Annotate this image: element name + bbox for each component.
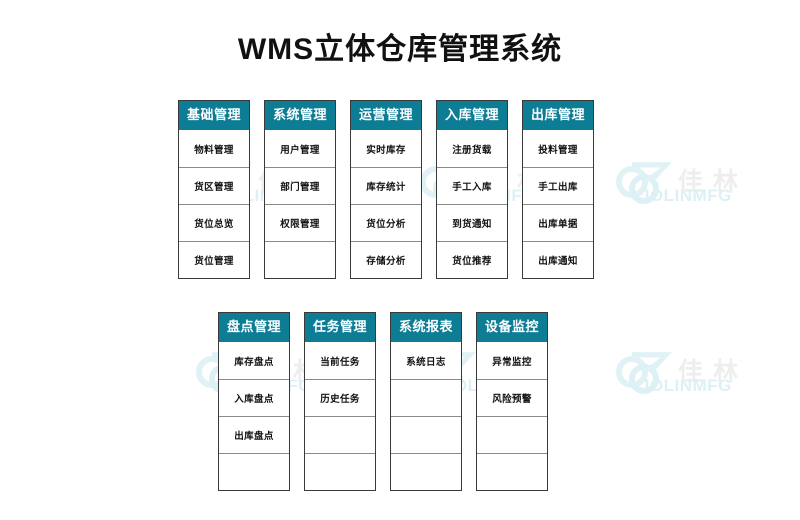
page-title: WMS立体仓库管理系统	[237, 33, 563, 67]
module-item[interactable]: 货位总览	[179, 204, 249, 241]
watermark-english-text: JOLINMFG	[640, 376, 732, 396]
watermark-chinese-text: 佳林	[678, 168, 749, 197]
module-item[interactable]: 部门管理	[265, 167, 335, 204]
module-item[interactable]: 货位分析	[351, 204, 421, 241]
module-item[interactable]: 货区管理	[179, 167, 249, 204]
module-card: 设备监控异常监控风险预警	[476, 312, 548, 492]
module-item[interactable]: 当前任务	[320, 356, 360, 368]
module-item[interactable]: 风险预警	[477, 379, 547, 416]
module-card: 出库管理投料管理手工出库出库单据出库通知	[522, 100, 594, 280]
module-card-body: 当前任务历史任务	[305, 342, 375, 490]
module-item[interactable]: 库存盘点	[234, 356, 274, 368]
module-item[interactable]: 系统日志	[406, 356, 446, 368]
module-card-body: 异常监控风险预警	[477, 342, 547, 490]
module-item[interactable]: 货位推荐	[437, 241, 507, 278]
module-item[interactable]: 历史任务	[305, 379, 375, 416]
module-item[interactable]: 出库盘点	[219, 416, 289, 453]
module-item[interactable]: 手工出库	[523, 167, 593, 204]
module-item[interactable]: 权限管理	[265, 204, 335, 241]
module-card-body: 系统日志	[391, 342, 461, 490]
watermark-logo-icon	[616, 350, 674, 395]
module-item[interactable]: 存储分析	[351, 241, 421, 278]
watermark-english-text: JOLINMFG	[640, 186, 732, 206]
module-item[interactable]: 货位管理	[179, 241, 249, 278]
module-card: 系统管理用户管理部门管理权限管理	[264, 100, 336, 280]
module-item[interactable]: 注册货载	[452, 144, 492, 156]
module-item[interactable]: 投料管理	[538, 144, 578, 156]
module-item[interactable]: 库存统计	[351, 167, 421, 204]
module-item[interactable]: 用户管理	[280, 144, 320, 156]
module-item[interactable]: 异常监控	[492, 356, 532, 368]
module-item[interactable]: 物料管理	[194, 144, 234, 156]
module-card: 运营管理实时库存库存统计货位分析存储分析	[350, 100, 422, 280]
module-card-body: 库存盘点入库盘点出库盘点	[219, 342, 289, 490]
module-card-body: 用户管理部门管理权限管理	[265, 130, 335, 278]
module-card-header[interactable]: 出库管理	[523, 101, 593, 131]
module-item-empty	[305, 416, 375, 453]
module-card: 入库管理注册货载手工入库到货通知货位推荐	[436, 100, 508, 280]
module-card: 任务管理当前任务历史任务	[304, 312, 376, 492]
module-card-header[interactable]: 运营管理	[351, 101, 421, 131]
module-item[interactable]: 出库通知	[523, 241, 593, 278]
module-card: 系统报表系统日志	[390, 312, 462, 492]
module-row-bottom: 盘点管理库存盘点入库盘点出库盘点任务管理当前任务历史任务系统报表系统日志设备监控…	[218, 312, 548, 492]
module-card: 盘点管理库存盘点入库盘点出库盘点	[218, 312, 290, 492]
module-item-empty	[265, 241, 335, 278]
module-item[interactable]: 实时库存	[366, 144, 406, 156]
module-item-empty	[477, 416, 547, 453]
module-card-body: 投料管理手工出库出库单据出库通知	[523, 130, 593, 278]
module-card-header[interactable]: 系统管理	[265, 101, 335, 131]
module-card-header[interactable]: 盘点管理	[219, 313, 289, 343]
watermark-logo-icon	[616, 160, 674, 205]
module-item[interactable]: 手工入库	[437, 167, 507, 204]
module-row-top: 基础管理物料管理货区管理货位总览货位管理系统管理用户管理部门管理权限管理运营管理…	[178, 100, 594, 280]
page-content: WMS立体仓库管理系统 基础管理物料管理货区管理货位总览货位管理系统管理用户管理…	[0, 20, 800, 492]
module-item[interactable]: 出库单据	[523, 204, 593, 241]
watermark-chinese-text: 佳林	[678, 358, 749, 387]
module-item-empty	[391, 416, 461, 453]
module-item-empty	[219, 453, 289, 490]
module-card-body: 物料管理货区管理货位总览货位管理	[179, 130, 249, 278]
module-item-empty	[391, 379, 461, 416]
module-item[interactable]: 到货通知	[437, 204, 507, 241]
module-card: 基础管理物料管理货区管理货位总览货位管理	[178, 100, 250, 280]
module-card-header[interactable]: 系统报表	[391, 313, 461, 343]
module-card-header[interactable]: 入库管理	[437, 101, 507, 131]
module-card-header[interactable]: 设备监控	[477, 313, 547, 343]
module-item-empty	[477, 453, 547, 490]
module-card-header[interactable]: 任务管理	[305, 313, 375, 343]
module-item-empty	[305, 453, 375, 490]
module-card-header[interactable]: 基础管理	[179, 101, 249, 131]
module-item[interactable]: 入库盘点	[219, 379, 289, 416]
module-item-empty	[391, 453, 461, 490]
module-card-body: 注册货载手工入库到货通知货位推荐	[437, 130, 507, 278]
module-card-body: 实时库存库存统计货位分析存储分析	[351, 130, 421, 278]
